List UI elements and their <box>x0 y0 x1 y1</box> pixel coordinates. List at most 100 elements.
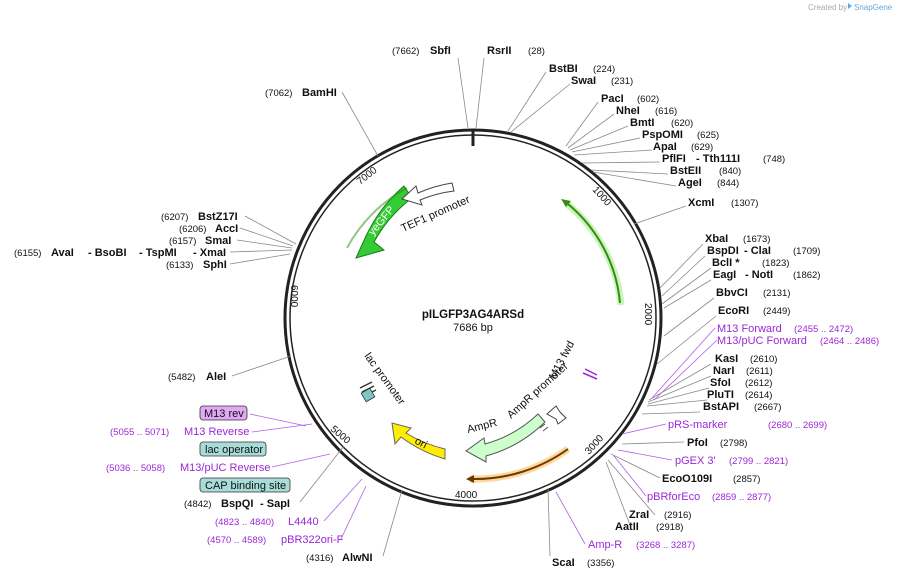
site-alei-pos: (5482) <box>168 372 195 383</box>
primer-l4440[interactable]: L4440 <box>288 516 319 528</box>
site-clai[interactable]: - ClaI <box>744 245 771 257</box>
site-bamhi-pos: (7062) <box>265 88 292 99</box>
site-rsrii[interactable]: RsrII <box>487 45 511 57</box>
site-xmai[interactable]: - XmaI <box>193 247 226 259</box>
site-pflfi[interactable]: PflFI <box>662 153 686 165</box>
site-bspdi[interactable]: BspDI <box>707 245 739 257</box>
primer-m13-forward-range: (2455 .. 2472) <box>794 324 853 335</box>
site-ecori-pos: (2449) <box>763 306 790 317</box>
site-avai[interactable]: AvaI <box>51 247 74 259</box>
site-pfoi[interactable]: PfoI <box>687 437 708 449</box>
site-tth111i-name[interactable]: Tth111I <box>703 153 740 165</box>
site-bstbi[interactable]: BstBI <box>549 63 578 75</box>
primer-pbrforeco[interactable]: pBRforEco <box>647 491 700 503</box>
site-bcli[interactable]: BclI * <box>712 257 740 269</box>
tick-4000: 4000 <box>455 490 478 501</box>
site-aatii[interactable]: AatII <box>615 521 639 533</box>
site-sbfi-pos: (7662) <box>392 46 419 57</box>
primer-m13puc-forward[interactable]: M13/pUC Forward <box>717 335 807 347</box>
site-ecori[interactable]: EcoRI <box>718 305 749 317</box>
site-sapi[interactable]: - SapI <box>260 498 290 510</box>
site-bmti[interactable]: BmtI <box>630 117 654 129</box>
site-bsteii[interactable]: BstEII <box>670 165 701 177</box>
site-dash: - <box>744 245 751 257</box>
site-smai-pos: (6157) <box>169 236 196 247</box>
primer-m13-reverse[interactable]: M13 Reverse <box>184 426 249 438</box>
site-scai[interactable]: ScaI <box>552 557 575 569</box>
site-acci[interactable]: AccI <box>215 223 238 235</box>
site-zrai[interactable]: ZraI <box>629 509 649 521</box>
site-nhei[interactable]: NheI <box>616 105 640 117</box>
site-paci[interactable]: PacI <box>601 93 624 105</box>
site-apai[interactable]: ApaI <box>653 141 677 153</box>
primer-m13puc-reverse[interactable]: M13/pUC Reverse <box>180 462 270 474</box>
site-tspmi[interactable]: - TspMI <box>139 247 177 259</box>
site-pflfi-pos: (748) <box>763 154 785 165</box>
site-sbfi[interactable]: SbfI <box>430 45 451 57</box>
site-bcli-pos: (1823) <box>762 258 789 269</box>
site-agei-pos: (844) <box>717 178 739 189</box>
primer-m13puc-forward-range: (2464 .. 2486) <box>820 336 879 347</box>
feature-arc-orange <box>471 448 569 481</box>
site-swai[interactable]: SwaI <box>571 75 596 87</box>
site-agei[interactable]: AgeI <box>678 177 702 189</box>
feature-arc-green-halo <box>563 200 625 306</box>
site-bsobi[interactable]: - BsoBI <box>88 247 127 259</box>
site-bamhi[interactable]: BamHI <box>302 87 337 99</box>
site-bspdi-pos: (1709) <box>793 246 820 257</box>
site-pluti[interactable]: PluTI <box>707 389 734 401</box>
primer-m13-forward[interactable]: M13 Forward <box>717 323 782 335</box>
feature-ampr-label: AmpR <box>466 417 499 436</box>
primer-pgex3[interactable]: pGEX 3' <box>675 455 716 467</box>
site-ecoo109i[interactable]: EcoO109I <box>662 473 712 485</box>
site-tth111i[interactable]: - Tth111I <box>696 153 740 165</box>
cap-binding-site-box[interactable] <box>199 477 291 493</box>
site-noti[interactable]: - NotI <box>745 269 773 281</box>
site-xmai-name[interactable]: XmaI <box>200 247 226 259</box>
site-bstapi[interactable]: BstAPI <box>703 401 739 413</box>
feature-ori-label: ori <box>413 435 429 451</box>
site-xbai[interactable]: XbaI <box>705 233 728 245</box>
site-bsobi-name[interactable]: BsoBI <box>95 247 127 259</box>
site-alwni[interactable]: AlwNI <box>342 552 373 564</box>
site-xcmi[interactable]: XcmI <box>688 197 714 209</box>
site-tspmi-name[interactable]: TspMI <box>146 247 177 259</box>
site-sfoi[interactable]: SfoI <box>710 377 731 389</box>
feature-arc-orange-arrowhead <box>466 475 474 483</box>
site-pluti-pos: (2614) <box>745 390 772 401</box>
feature-ampr-marks <box>539 423 549 432</box>
primer-pbr322ori-f[interactable]: pBR322ori-F <box>281 534 344 546</box>
site-kasi[interactable]: KasI <box>715 353 738 365</box>
site-smai[interactable]: SmaI <box>205 235 231 247</box>
site-noti-name[interactable]: NotI <box>752 269 773 281</box>
m13-rev-label: M13 rev <box>204 408 244 420</box>
primer-amp-r[interactable]: Amp-R <box>588 539 622 551</box>
plasmid-name: pILGFP3AG4ARSd <box>422 309 524 321</box>
site-rsrii-pos: (28) <box>528 46 545 57</box>
site-eagi-pos: (1862) <box>793 270 820 281</box>
feature-ampr <box>465 413 546 463</box>
m13-rev-box[interactable] <box>199 405 248 421</box>
site-nari[interactable]: NarI <box>713 365 734 377</box>
primer-prs-marker-range: (2680 .. 2699) <box>768 420 827 431</box>
site-bbvci[interactable]: BbvCI <box>716 287 748 299</box>
site-sphi[interactable]: SphI <box>203 259 227 271</box>
feature-arc-green-arrowhead <box>561 199 571 207</box>
site-clai-name[interactable]: ClaI <box>751 245 771 257</box>
site-eagi[interactable]: EagI <box>713 269 736 281</box>
plasmid-size: 7686 bp <box>453 322 493 334</box>
site-sapi-name[interactable]: SapI <box>267 498 290 510</box>
site-alwni-pos: (4316) <box>306 553 333 564</box>
site-pspomi[interactable]: PspOMI <box>642 129 683 141</box>
lac-operator-box[interactable] <box>199 441 267 457</box>
site-dash: - <box>696 153 703 165</box>
feature-yegfp <box>355 185 413 259</box>
site-bspqi[interactable]: BspQI <box>221 498 253 510</box>
site-alei[interactable]: AleI <box>206 371 226 383</box>
site-bstz17i[interactable]: BstZ17I <box>198 211 238 223</box>
site-sfoi-pos: (2612) <box>745 378 772 389</box>
primer-prs-marker[interactable]: pRS-marker <box>668 419 728 431</box>
site-xbai-pos: (1673) <box>743 234 770 245</box>
site-paci-pos: (602) <box>637 94 659 105</box>
